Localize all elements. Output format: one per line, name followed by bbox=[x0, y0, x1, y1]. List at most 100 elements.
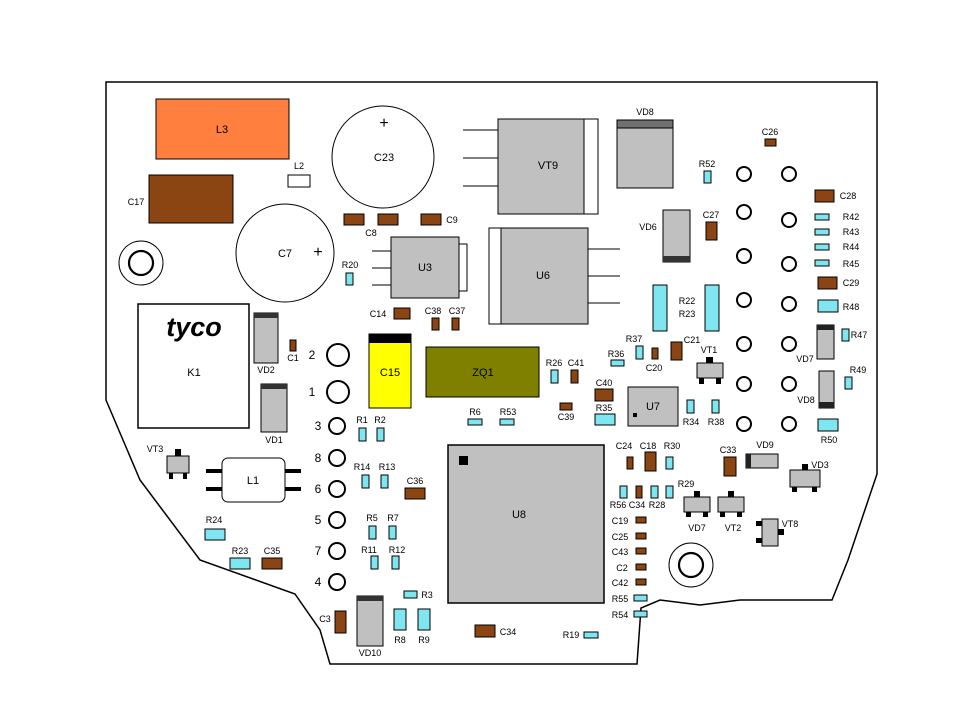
r45-resistor bbox=[814, 259, 830, 267]
l3-inductor bbox=[155, 98, 290, 160]
vd3-label: VD3 bbox=[811, 460, 829, 470]
mounting-hole-left-inner bbox=[127, 249, 155, 277]
c9-capacitor bbox=[420, 213, 442, 226]
r19-resistor bbox=[583, 631, 599, 639]
pin-pad-4 bbox=[328, 573, 346, 591]
vd7-right-diode bbox=[816, 324, 835, 360]
c14-capacitor bbox=[393, 307, 411, 320]
u6-regulator bbox=[488, 227, 502, 325]
pin-label-1: 1 bbox=[309, 385, 316, 399]
vd9-label: VD9 bbox=[756, 440, 774, 450]
r1-label: R1 bbox=[356, 415, 368, 425]
r14-resistor bbox=[361, 474, 370, 489]
pin-pad-5 bbox=[328, 511, 346, 529]
r30-resistor bbox=[665, 456, 674, 470]
vd7-right-label: VD7 bbox=[796, 354, 814, 364]
r34-resistor bbox=[686, 399, 695, 414]
r50-resistor bbox=[817, 418, 839, 432]
c35-capacitor bbox=[261, 557, 283, 570]
vd6-diode bbox=[662, 209, 691, 263]
r9-resistor bbox=[417, 608, 431, 631]
c19-label: C19 bbox=[612, 516, 629, 526]
c17-label: C17 bbox=[128, 197, 145, 207]
mounting-hole-right-inner bbox=[677, 551, 705, 579]
r56-label: R56 bbox=[610, 500, 627, 510]
pin-label-4: 4 bbox=[315, 575, 322, 589]
r44-label: R44 bbox=[843, 242, 860, 252]
zq1-crystal bbox=[425, 346, 540, 398]
r47-resistor bbox=[841, 328, 850, 342]
c23-plus: + bbox=[379, 115, 388, 132]
r43-label: R43 bbox=[843, 227, 860, 237]
c34-bottom-label: C34 bbox=[500, 627, 517, 637]
c9-label: C9 bbox=[446, 215, 458, 225]
c42-capacitor bbox=[635, 578, 647, 586]
vt2-transistor bbox=[717, 496, 745, 513]
k1-label: K1 bbox=[187, 367, 200, 379]
r26-resistor bbox=[550, 369, 559, 384]
pin-label-2: 2 bbox=[309, 348, 316, 362]
r6-resistor bbox=[467, 418, 483, 426]
vt9-tab bbox=[583, 118, 599, 215]
r7-label: R7 bbox=[387, 513, 399, 523]
vt8-transistor bbox=[761, 518, 779, 547]
k1-relay bbox=[137, 303, 250, 429]
vt1-transistor bbox=[696, 362, 724, 379]
c14-label: C14 bbox=[370, 309, 387, 319]
c23-capacitor bbox=[331, 105, 435, 209]
r13-label: R13 bbox=[379, 462, 396, 472]
c28-capacitor bbox=[814, 189, 835, 203]
c3-label: C3 bbox=[319, 614, 331, 624]
r29-resistor bbox=[665, 485, 674, 499]
vt3-transistor bbox=[166, 455, 190, 474]
connector-pad bbox=[781, 416, 797, 432]
u3-label: U3 bbox=[418, 262, 432, 274]
r24-resistor bbox=[204, 528, 226, 541]
r19-label: R19 bbox=[563, 630, 580, 640]
c33-label: C33 bbox=[720, 445, 737, 455]
c7-capacitor bbox=[235, 203, 335, 303]
pin-label-3: 3 bbox=[315, 419, 322, 433]
c36-capacitor bbox=[404, 487, 426, 500]
vt8-label: VT8 bbox=[782, 519, 799, 529]
c8b-capacitor bbox=[377, 213, 399, 226]
r42-label: R42 bbox=[843, 212, 860, 222]
pin-pad-2 bbox=[326, 343, 350, 367]
connector-pad bbox=[736, 376, 752, 392]
r6-label: R6 bbox=[469, 407, 481, 417]
c38-label: C38 bbox=[425, 306, 442, 316]
c34-label: C34 bbox=[629, 500, 646, 510]
c18-capacitor bbox=[644, 451, 657, 472]
l1-label: L1 bbox=[247, 475, 259, 487]
r2-resistor bbox=[376, 427, 385, 442]
c40-label: C40 bbox=[596, 378, 613, 388]
r49-label: R49 bbox=[850, 365, 867, 375]
c43-capacitor bbox=[635, 547, 647, 555]
r12-resistor bbox=[391, 555, 400, 570]
c15-capacitor bbox=[368, 333, 412, 409]
vd8-top-diode bbox=[616, 119, 674, 189]
c25-label: C25 bbox=[612, 532, 629, 542]
vd1-diode bbox=[260, 383, 288, 433]
tyco-logo: tyco bbox=[166, 312, 222, 342]
r38-label: R38 bbox=[708, 417, 725, 427]
connector-pad bbox=[736, 248, 752, 264]
r8-label: R8 bbox=[394, 635, 406, 645]
c41-label: C41 bbox=[568, 358, 585, 368]
c43-label: C43 bbox=[612, 547, 629, 557]
vd10-label: VD10 bbox=[359, 648, 382, 658]
c42-label: C42 bbox=[612, 578, 629, 588]
c8-label: C8 bbox=[365, 228, 377, 238]
pin-pad-1 bbox=[326, 380, 350, 404]
u6-label: U6 bbox=[536, 270, 550, 282]
r56-resistor bbox=[619, 485, 628, 499]
c40-capacitor bbox=[594, 388, 614, 402]
connector-pad bbox=[736, 204, 752, 220]
l3-label: L3 bbox=[216, 124, 228, 136]
r5-label: R5 bbox=[366, 513, 378, 523]
c24-capacitor bbox=[626, 456, 634, 470]
vd8-right-label: VD8 bbox=[797, 395, 815, 405]
vd3-transistor bbox=[789, 469, 821, 488]
connector-pad bbox=[736, 416, 752, 432]
c34-bottom-capacitor bbox=[474, 624, 496, 638]
